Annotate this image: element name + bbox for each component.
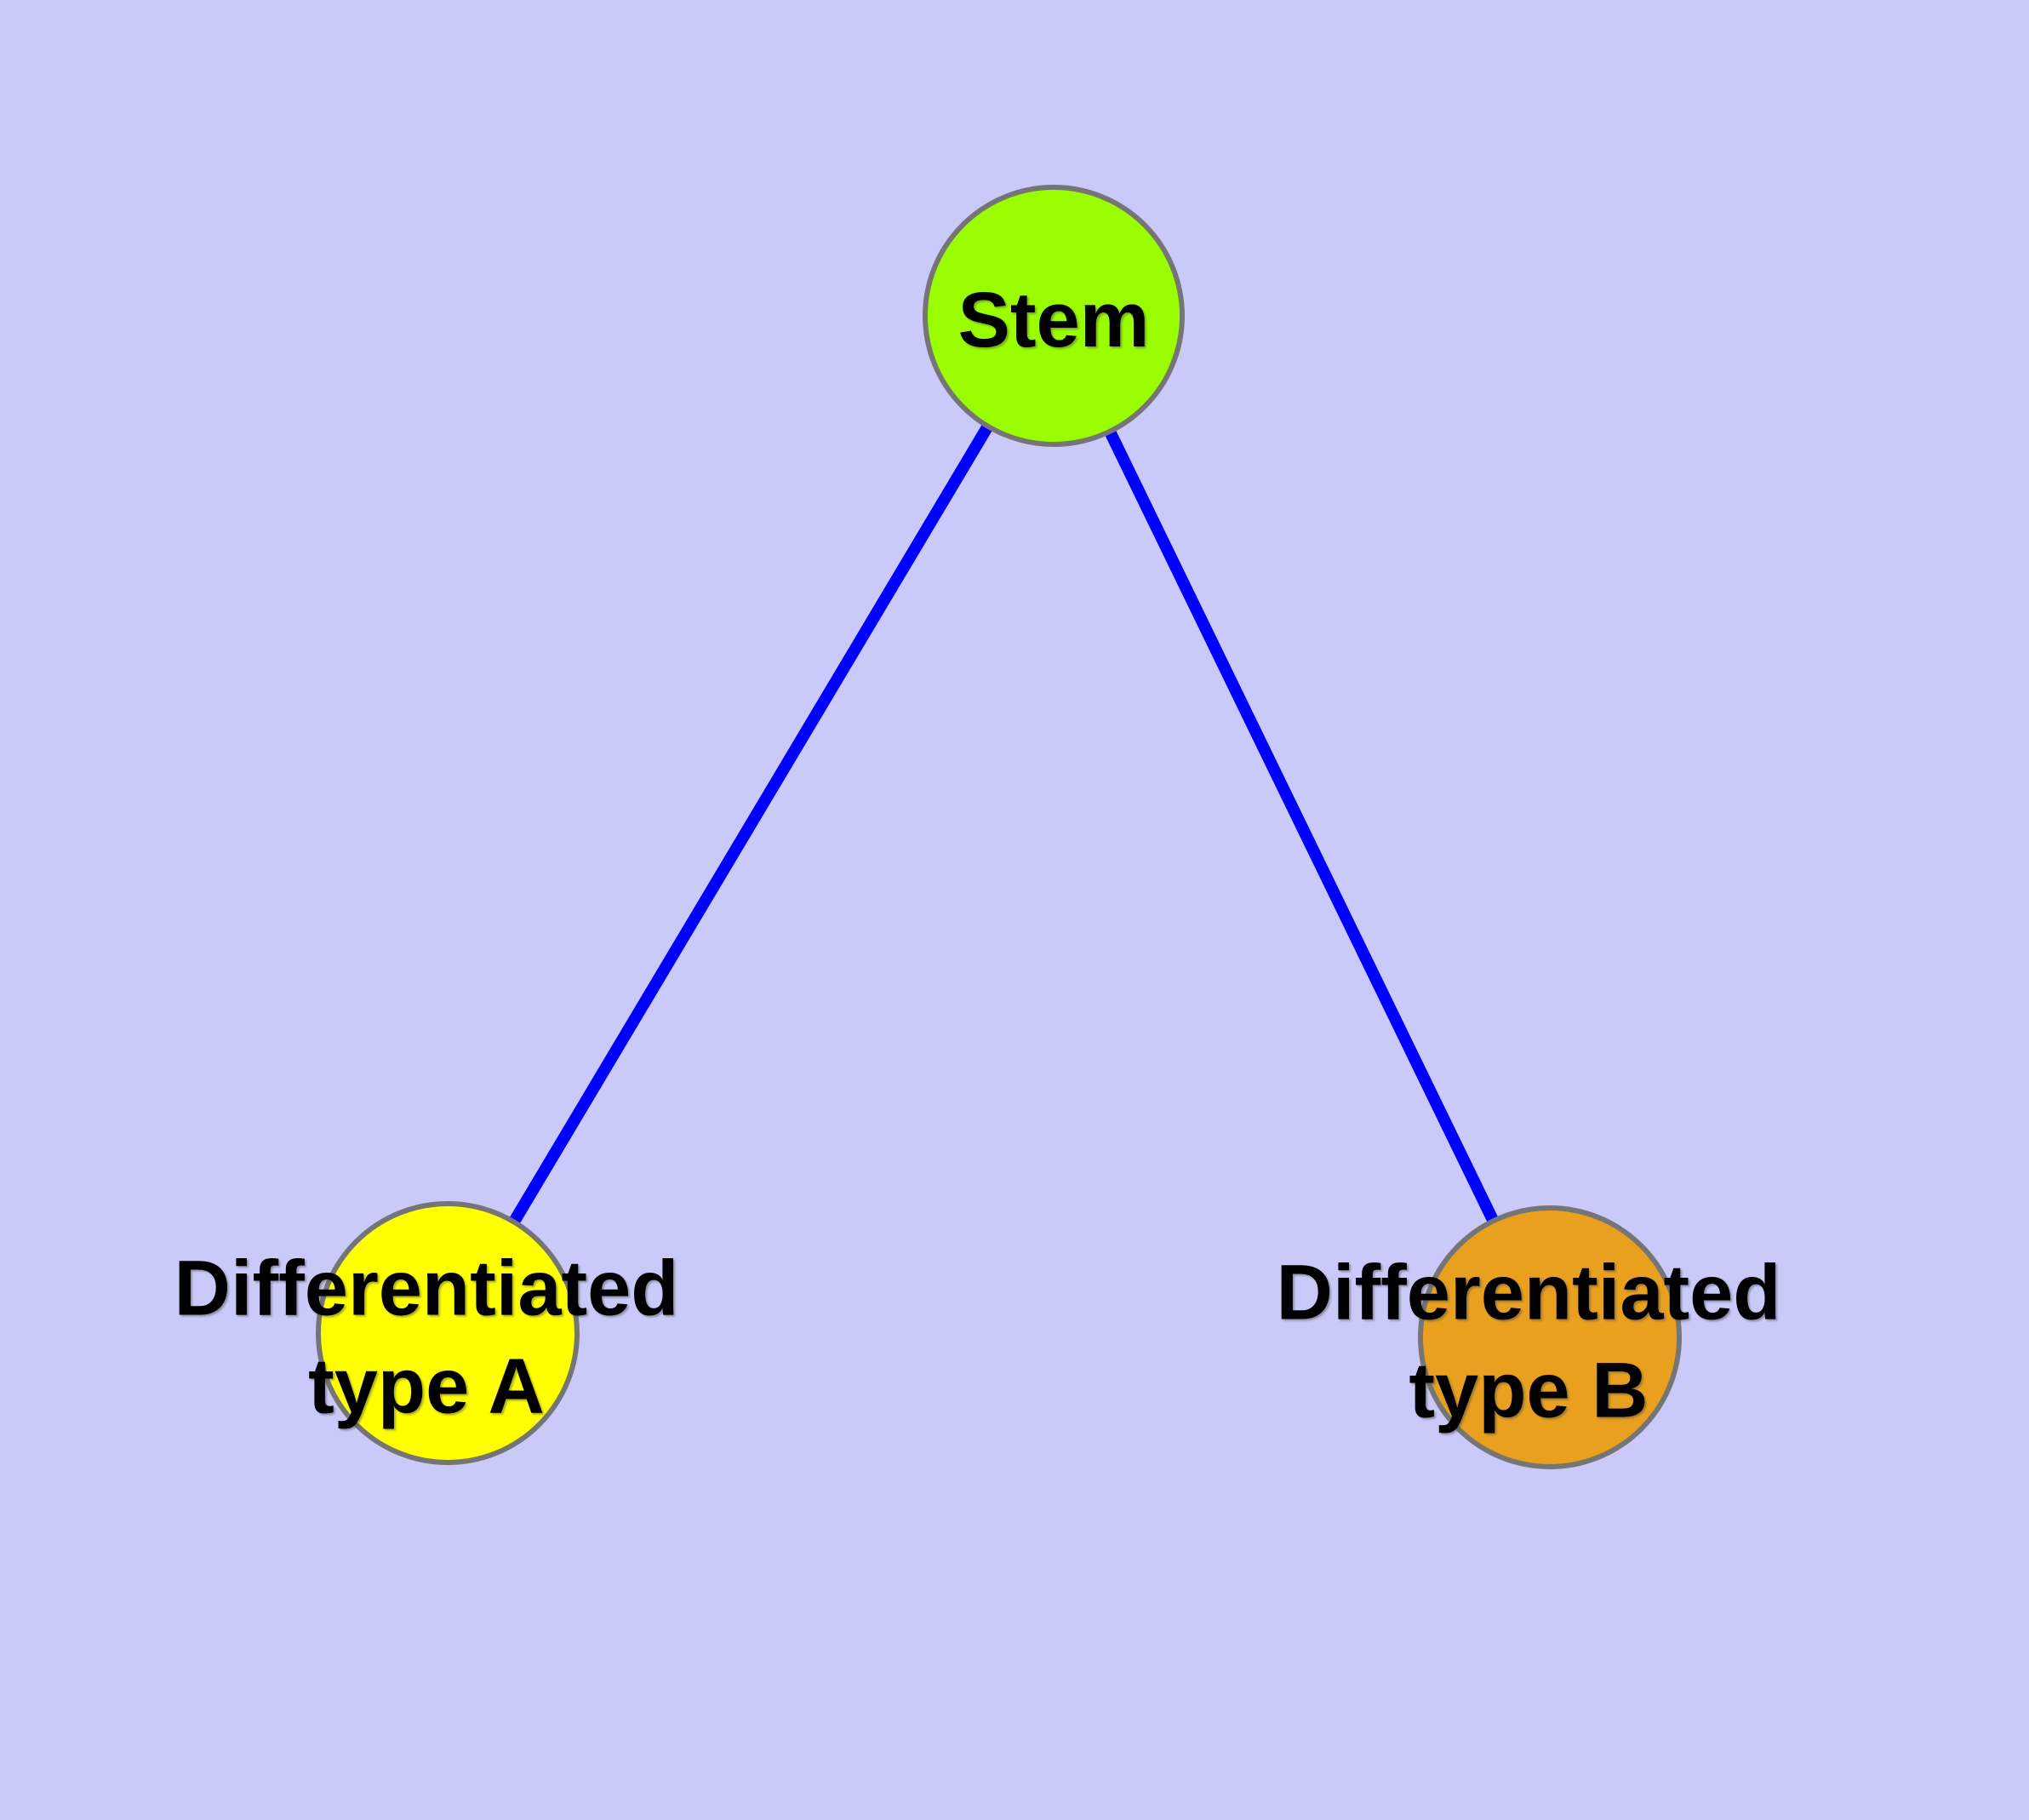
- edge-stem-to-differentiated-type-a: [442, 312, 1060, 1336]
- edge-layer: [442, 312, 1556, 1341]
- edge-stem-to-differentiated-type-b: [1048, 312, 1556, 1341]
- node-label-stem: Stem: [958, 277, 1150, 363]
- node-layer: [316, 185, 1682, 1469]
- node-circle-differentiated-type-a: [316, 1201, 580, 1465]
- node-circle-stem: [923, 185, 1185, 447]
- node-circle-differentiated-type-b: [1418, 1205, 1682, 1469]
